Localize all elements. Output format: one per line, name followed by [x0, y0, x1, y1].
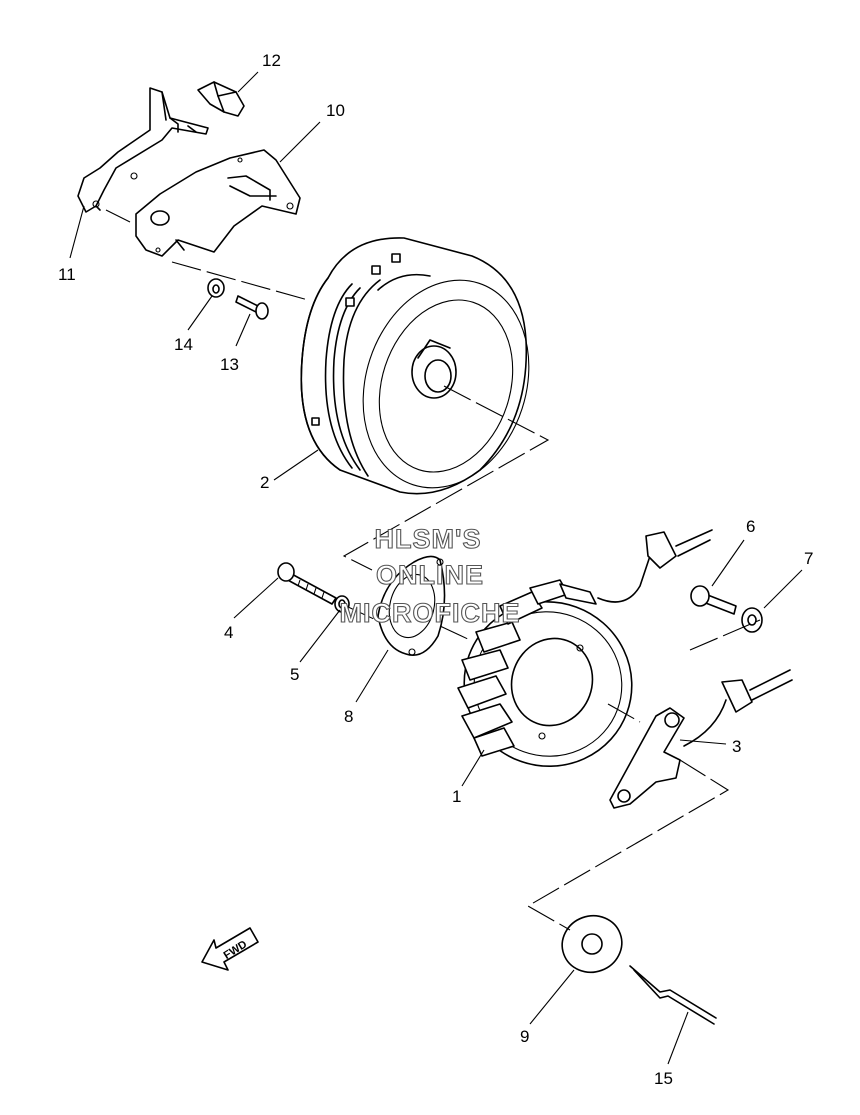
callout-2: 2 [260, 473, 269, 492]
fwd-direction-arrow: FWD [201, 927, 259, 971]
assembly-lines [105, 209, 761, 931]
callout-7: 7 [804, 549, 813, 568]
callout-9: 9 [520, 1027, 529, 1046]
callout-4: 4 [224, 623, 233, 642]
callout-numbers: 1 2 3 4 5 6 7 8 9 10 11 12 13 14 15 [58, 51, 813, 1088]
part-5-washer[interactable] [334, 595, 350, 613]
callout-11: 11 [58, 265, 76, 284]
part-10-cover[interactable] [135, 149, 301, 257]
part-14-washer[interactable] [207, 278, 225, 298]
leader-lines [69, 71, 803, 1065]
watermark-line-2: ONLINE [376, 560, 484, 590]
part-6-bolt[interactable] [690, 585, 737, 615]
part-1-stator[interactable] [441, 529, 713, 790]
part-2-flywheel-rotor[interactable] [300, 237, 555, 510]
watermark-line-3: MICROFICHE [340, 598, 521, 628]
callout-15: 15 [654, 1069, 673, 1088]
callout-14: 14 [174, 335, 193, 354]
part-11-bracket[interactable] [77, 87, 209, 213]
callout-13: 13 [220, 355, 239, 374]
watermark-line-1: HLSM'S [375, 524, 482, 554]
callout-12: 12 [262, 51, 281, 70]
callout-8: 8 [344, 707, 353, 726]
watermark: HLSM'S ONLINE MICROFICHE [339, 523, 521, 628]
part-12-cap[interactable] [197, 81, 245, 117]
part-4-bolt[interactable] [277, 562, 337, 605]
callout-1: 1 [452, 787, 461, 806]
callout-10: 10 [326, 101, 345, 120]
part-8-gasket[interactable] [377, 555, 446, 656]
part-3-pickup-coil[interactable] [609, 669, 793, 809]
callout-6: 6 [746, 517, 755, 536]
callout-3: 3 [732, 737, 741, 756]
callout-5: 5 [290, 665, 299, 684]
part-9-washer[interactable] [554, 907, 630, 980]
part-15-key[interactable] [629, 965, 717, 1025]
part-13-screw[interactable] [235, 295, 269, 320]
